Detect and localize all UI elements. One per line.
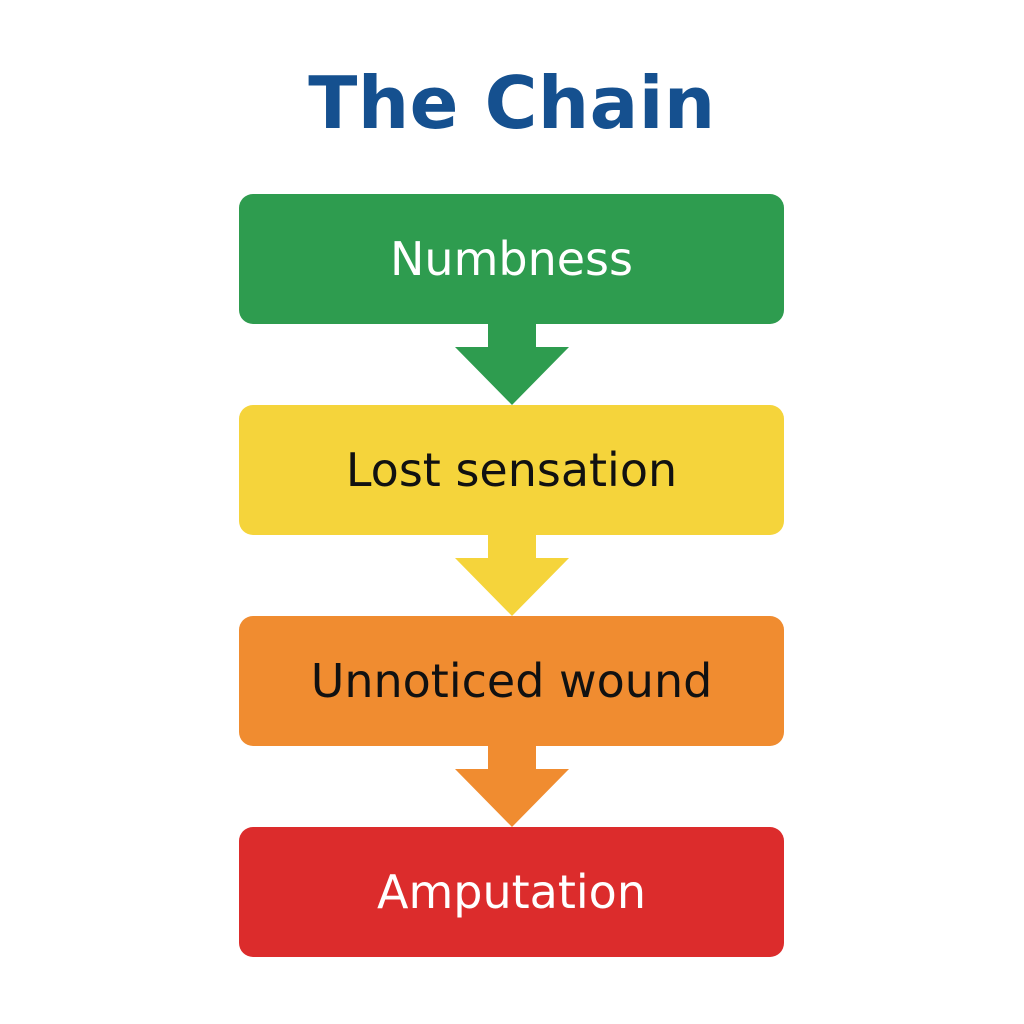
arrow-down-icon (455, 532, 569, 616)
arrow-down-icon (455, 321, 569, 405)
step-unnoticed-wound: Unnoticed wound (239, 616, 784, 746)
step-numbness: Numbness (239, 194, 784, 324)
step-lost-sensation: Lost sensation (239, 405, 784, 535)
step-label: Amputation (377, 865, 646, 919)
arrow-down-icon (455, 743, 569, 827)
step-amputation: Amputation (239, 827, 784, 957)
step-label: Numbness (390, 232, 633, 286)
step-label: Unnoticed wound (310, 654, 713, 708)
step-label: Lost sensation (345, 443, 678, 497)
diagram-title: The Chain (308, 61, 716, 145)
